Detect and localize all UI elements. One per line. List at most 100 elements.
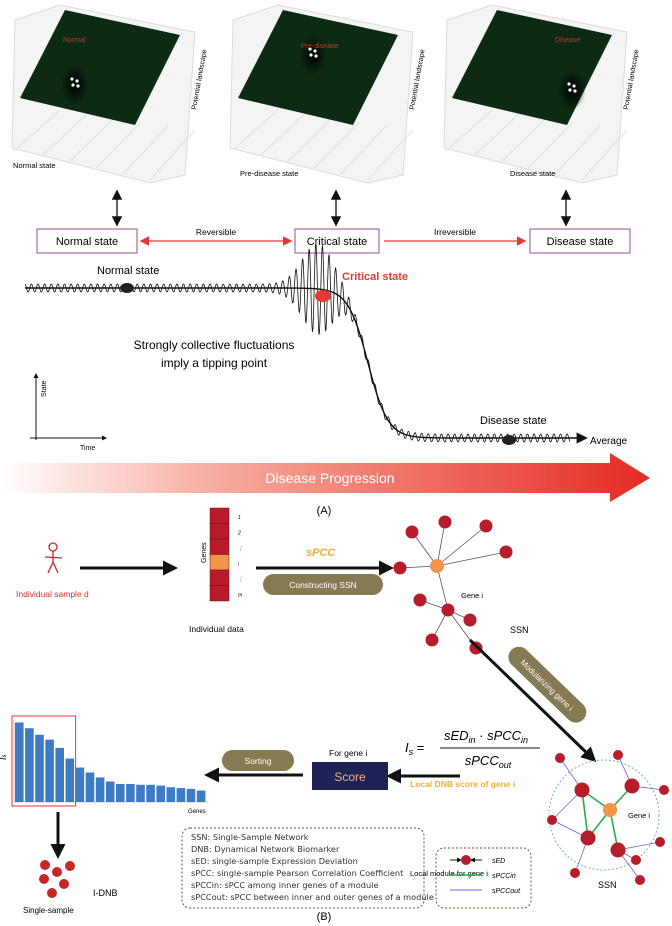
inner-gene-node [624,778,640,794]
svg-text:Modularizing gene i: Modularizing gene i [519,658,575,713]
arrow-modularize [468,638,597,763]
landscape-tag: Pre-disease [301,43,338,50]
outer-gene-node [570,868,580,878]
gene-cell [209,523,230,540]
landscape-axis-label: Disease state [510,169,555,178]
potential-landscape-label: Potential landscape [191,49,209,110]
bar [176,788,186,802]
normal-state-dot [120,283,134,293]
svg-text:sPCCout: sPCCout [465,753,512,770]
svg-text:Sorting: Sorting [245,756,272,766]
bar [166,787,176,802]
svg-text:sEDin · sPCCin: sEDin · sPCCin [444,728,528,745]
svg-text:Score: Score [334,770,366,784]
box-disease-state: Disease state [529,228,631,254]
landscape-tag: Disease [555,37,580,44]
individual-sample-label: Individual sample d [16,589,89,599]
state-point [313,49,317,53]
state-point [70,77,74,81]
bar-chart [11,715,208,807]
bar [136,784,145,802]
gene-index: 1 [238,515,241,521]
gene-i-label: Gene i [461,591,483,600]
gene-node [413,593,427,607]
bar [146,784,155,802]
bar-chart-xlabel: Genes [188,809,206,815]
bar [116,783,125,802]
bar [75,767,85,802]
sorting-pill: Sorting [222,750,294,771]
gene-cell [209,554,230,571]
state-point [568,88,572,92]
gene-cell [209,569,230,586]
gene-index: ⋮ [238,546,243,552]
network-edge [436,551,507,567]
state-point [71,83,75,87]
bar [126,783,135,802]
gene-node [425,633,439,647]
outer-gene-node [631,855,641,865]
gene-index: m [238,593,242,599]
bar-chart-ylabel: Is [0,754,8,760]
state-point [308,47,312,51]
bar [15,722,24,802]
landscape-axis-label: Pre-disease state [240,169,298,178]
svg-text:sPCCout: sPCCout [492,888,521,895]
potential-landscape-label: Potential landscape [409,49,427,110]
irreversible-label: Irreversible [434,227,476,237]
state-point [567,82,571,86]
svg-text:Normal state: Normal state [56,236,118,248]
ssn-network [393,515,513,655]
network-edge [436,525,487,567]
average-label: Average [590,436,628,447]
gene-index: ⋮ [238,577,243,583]
gene-node [499,545,513,559]
gene-index: i [238,562,240,568]
potential-well [299,35,327,75]
bar [25,728,34,802]
gene-i-node [430,559,444,573]
gene-index: 2 [237,531,241,537]
svg-text:sPCCin: sPCCin [492,873,516,880]
bar [105,781,115,802]
box-critical-state: Critical state [294,228,380,254]
normal-state-label: Normal state [97,265,159,277]
ssn-label: SSN [510,625,529,635]
outer-gene-node [555,753,565,763]
state-axis-label: State [41,381,48,397]
disease-progression-arrow [0,453,650,502]
fluctuation-text-1: Strongly collective fluctuations [134,338,295,352]
landscape-axis-label: Normal state [13,161,56,170]
svg-text:Disease state: Disease state [547,236,614,248]
person-icon [44,542,63,574]
svg-text:sED: single-sample Expression: sED: single-sample Expression Deviation [191,856,358,866]
box-normal-state: Normal state [36,228,138,254]
highlight-box [11,715,77,807]
for-gene-label: For gene i [329,748,367,758]
gene-node [479,519,493,533]
inner-gene-node [610,842,626,858]
svg-text:sPCCout: sPCC between inner an: sPCCout: sPCC between inner and outer ge… [191,892,434,902]
svg-text:sPCC: single-sample Pearson Co: sPCC: single-sample Pearson Correlation … [191,868,404,878]
disease-state-dot [502,435,516,445]
local-module-network [547,750,669,885]
reversible-label: Reversible [196,227,236,237]
svg-text:DNB: Dynamical Network Biomark: DNB: Dynamical Network Biomarker [191,844,340,854]
gene-i-module-label: Gene i [628,811,650,820]
gene-node [463,613,477,627]
glossary-box: SSN: Single-Sample Network DNB: Dynamica… [181,827,434,909]
state-point [309,53,313,57]
outer-gene-node [659,785,669,795]
gene-cell [209,585,230,602]
gene-cell [209,538,230,555]
gene-node [405,525,419,539]
outer-gene-node [635,875,645,885]
state-point [314,54,318,58]
bar [156,785,165,802]
gene-i-node [603,803,617,817]
bar [45,739,54,802]
critical-state-dot [315,290,331,302]
